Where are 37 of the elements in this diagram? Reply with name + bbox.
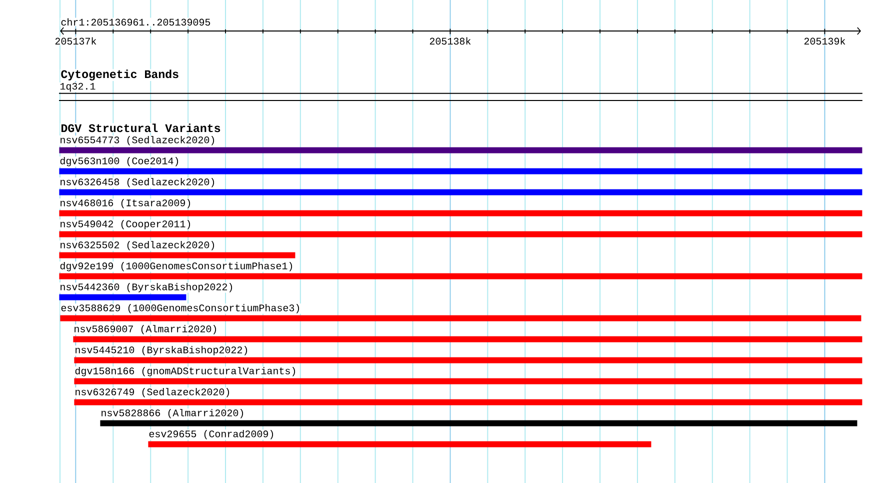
variant-bar: nsv5442360 (ByrskaBishop2022)	[59, 282, 234, 300]
variant-bar: nsv5445210 (ByrskaBishop2022)	[74, 345, 862, 364]
tick-label: 205138k	[428, 36, 472, 46]
variant-bar: nsv5828866 (Almarri2020)	[100, 408, 858, 426]
node-label: esv3588629 (1000GenomesConsortiumPhase3)	[61, 304, 300, 314]
variant-bar: nsv6554773 (Sedlazeck2020)	[59, 135, 862, 154]
track-title: DGV Structural Variants	[60, 123, 222, 133]
node-label: nsv5869007 (Almarri2020)	[74, 324, 216, 334]
variant-bar: nsv6326458 (Sedlazeck2020)	[59, 177, 862, 196]
node-label: nsv5828866 (Almarri2020)	[102, 408, 244, 418]
node-label: nsv5442360 (ByrskaBishop2022)	[60, 282, 232, 292]
cytoband-bar: 1q32.1	[58, 82, 863, 101]
tick-label: 205139k	[803, 36, 846, 46]
node-label: nsv6554773 (Sedlazeck2020)	[60, 136, 214, 146]
node-label: esv29655 (Conrad2009)	[149, 430, 274, 440]
node-label: nsv6326458 (Sedlazeck2020)	[60, 178, 214, 188]
variant-bar: dgv563n100 (Coe2014)	[59, 156, 862, 174]
variant-bar: esv29655 (Conrad2009)	[148, 429, 652, 448]
variant-bar: nsv5869007 (Almarri2020)	[73, 324, 862, 342]
variant-bar: nsv6325502 (Sedlazeck2020)	[59, 240, 296, 258]
variant-bar: nsv549042 (Cooper2011)	[59, 219, 862, 238]
node-label: dgv563n100 (Coe2014)	[60, 156, 178, 166]
variant-bar: nsv6326749 (Sedlazeck2020)	[74, 387, 862, 406]
variant-bar: nsv468016 (Itsara2009)	[59, 198, 862, 216]
node-label: dgv158n166 (gnomADStructuralVariants)	[75, 366, 296, 376]
node-label: 1q32.1	[60, 82, 96, 92]
node-label: nsv468016 (Itsara2009)	[60, 198, 190, 208]
variant-bar: dgv158n166 (gnomADStructuralVariants)	[74, 366, 862, 384]
tick-label: 205137k	[54, 36, 98, 46]
variant-bar: esv3588629 (1000GenomesConsortiumPhase3)	[60, 303, 862, 322]
node-label: nsv6325502 (Sedlazeck2020)	[60, 240, 214, 250]
locus-label: chr1:205136961..205139095	[60, 18, 212, 26]
node-label: nsv549042 (Cooper2011)	[60, 220, 190, 230]
variant-bar: dgv92e199 (1000GenomesConsortiumPhase1)	[59, 261, 862, 280]
node-label: nsv6326749 (Sedlazeck2020)	[76, 388, 230, 398]
node-label: nsv5445210 (ByrskaBishop2022)	[76, 346, 248, 356]
node-label: dgv92e199 (1000GenomesConsortiumPhase1)	[60, 262, 292, 272]
